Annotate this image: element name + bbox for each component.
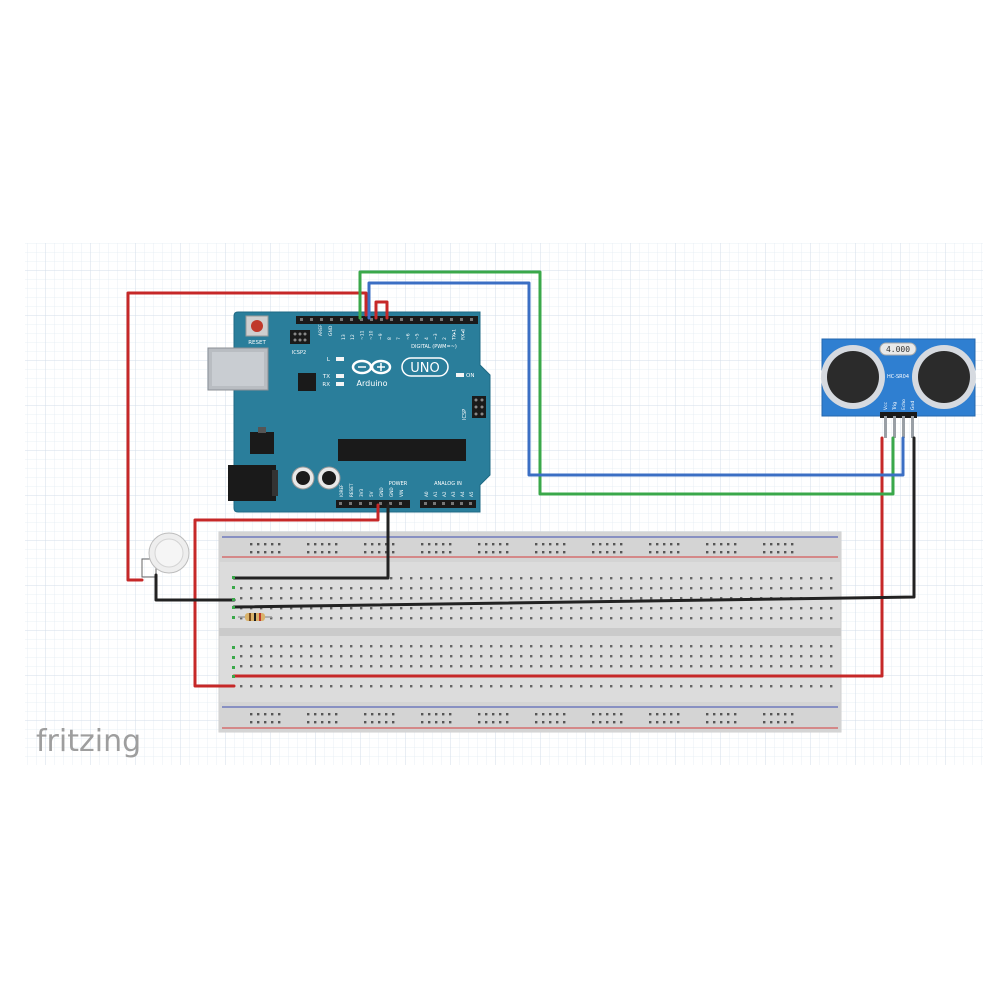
- sensor-crystal: [879, 342, 917, 356]
- analog-pin-label: A1: [433, 491, 438, 497]
- digital-pin-label: 12: [350, 334, 356, 340]
- digital-pin-label: ~10: [369, 330, 375, 340]
- sensor-model: HC-SR04: [887, 374, 909, 380]
- digital-pin-label: 2: [442, 337, 448, 340]
- digital-pin-label: 4: [424, 337, 430, 340]
- digital-pin-label: TX▸1: [451, 329, 457, 341]
- icsp2-label: ICSP2: [292, 350, 306, 356]
- breadboard[interactable]: [218, 531, 842, 733]
- digital-pin-label: 7: [396, 337, 402, 340]
- uno-badge: [401, 357, 449, 377]
- on-label: ON: [466, 373, 474, 379]
- power-header: [336, 500, 410, 508]
- analog-label: ANALOG IN: [434, 481, 462, 487]
- digital-pin-label: ~11: [359, 330, 365, 340]
- fritzing-logo: fritzing: [36, 724, 141, 759]
- sensor-pin-label: Vcc: [883, 401, 889, 410]
- analog-pin-label: A2: [442, 491, 447, 497]
- arduino-logo-icon: [351, 359, 392, 375]
- icsp2-header: [290, 330, 310, 344]
- power-pin-label: RESET: [349, 483, 354, 497]
- digital-pin-label: RX◂0: [461, 329, 467, 340]
- usb-chip: [298, 373, 316, 391]
- wire-black-sensor-gnd[interactable]: [232, 436, 916, 609]
- digital-pin-label: ~5: [415, 333, 421, 340]
- power-label: POWER: [389, 481, 408, 487]
- atmega-chip: [338, 439, 466, 461]
- digital-header: [296, 316, 478, 324]
- power-pin-label: IOREF: [339, 484, 344, 497]
- digital-pin-label: ~3: [433, 333, 439, 340]
- wire-red-pin9[interactable]: [374, 300, 389, 320]
- resistor[interactable]: [238, 613, 272, 621]
- led-rx-label: RX: [322, 382, 330, 388]
- led-l-label: L: [327, 357, 331, 363]
- crystal-label: 4.000: [886, 345, 910, 354]
- brand-name: Arduino: [357, 379, 388, 388]
- power-pin-label: GND: [379, 487, 384, 497]
- wire-red-buzzer[interactable]: [126, 291, 368, 582]
- sensor-pin-label: Gnd: [910, 401, 916, 410]
- analog-pin-label: A5: [469, 491, 474, 497]
- wire-blue-echo[interactable]: [367, 281, 905, 477]
- wire-green-trig[interactable]: [358, 270, 895, 496]
- icsp-label: ICSP: [462, 409, 468, 420]
- wire-red-sensor-vcc[interactable]: [232, 436, 884, 678]
- board-name: UNO: [410, 361, 439, 376]
- digital-pin-label: ~6: [405, 333, 411, 340]
- piezo-buzzer[interactable]: [141, 532, 190, 578]
- icsp-header: [472, 396, 486, 418]
- power-pin-label: VIN: [399, 490, 404, 497]
- digital-pin-label: 8: [387, 337, 393, 340]
- power-pin-label: 3V3: [359, 488, 364, 497]
- analog-header: [420, 500, 476, 508]
- voltage-regulator: [250, 427, 274, 454]
- sensor-pin-label: Trig: [892, 402, 898, 411]
- analog-pin-label: A3: [451, 491, 456, 497]
- connection-markers: [232, 576, 235, 678]
- status-leds: [336, 357, 464, 386]
- digital-pin-label: ~9: [378, 333, 384, 340]
- power-pin-label: GND: [389, 487, 394, 497]
- wire-black-gnd[interactable]: [232, 503, 390, 580]
- gnd-label: GND: [328, 325, 334, 336]
- capacitors: [291, 466, 341, 490]
- led-tx-label: TX: [322, 374, 330, 380]
- wire-black-buzzer[interactable]: [154, 573, 236, 602]
- analog-pin-label: A0: [424, 491, 429, 497]
- sensor-pin-label: Echo: [901, 399, 907, 410]
- digital-pin-label: 13: [341, 334, 347, 340]
- aref-label: AREF: [318, 324, 324, 336]
- wires[interactable]: [126, 270, 916, 688]
- analog-pin-label: A4: [460, 491, 465, 497]
- power-pin-label: 5V: [369, 491, 374, 497]
- sensor-pins: [880, 412, 917, 438]
- dc-jack: [228, 465, 276, 501]
- digital-label: DIGITAL (PWM=~): [411, 344, 457, 350]
- reset-label: RESET: [248, 340, 266, 346]
- wire-red-5v[interactable]: [193, 503, 380, 688]
